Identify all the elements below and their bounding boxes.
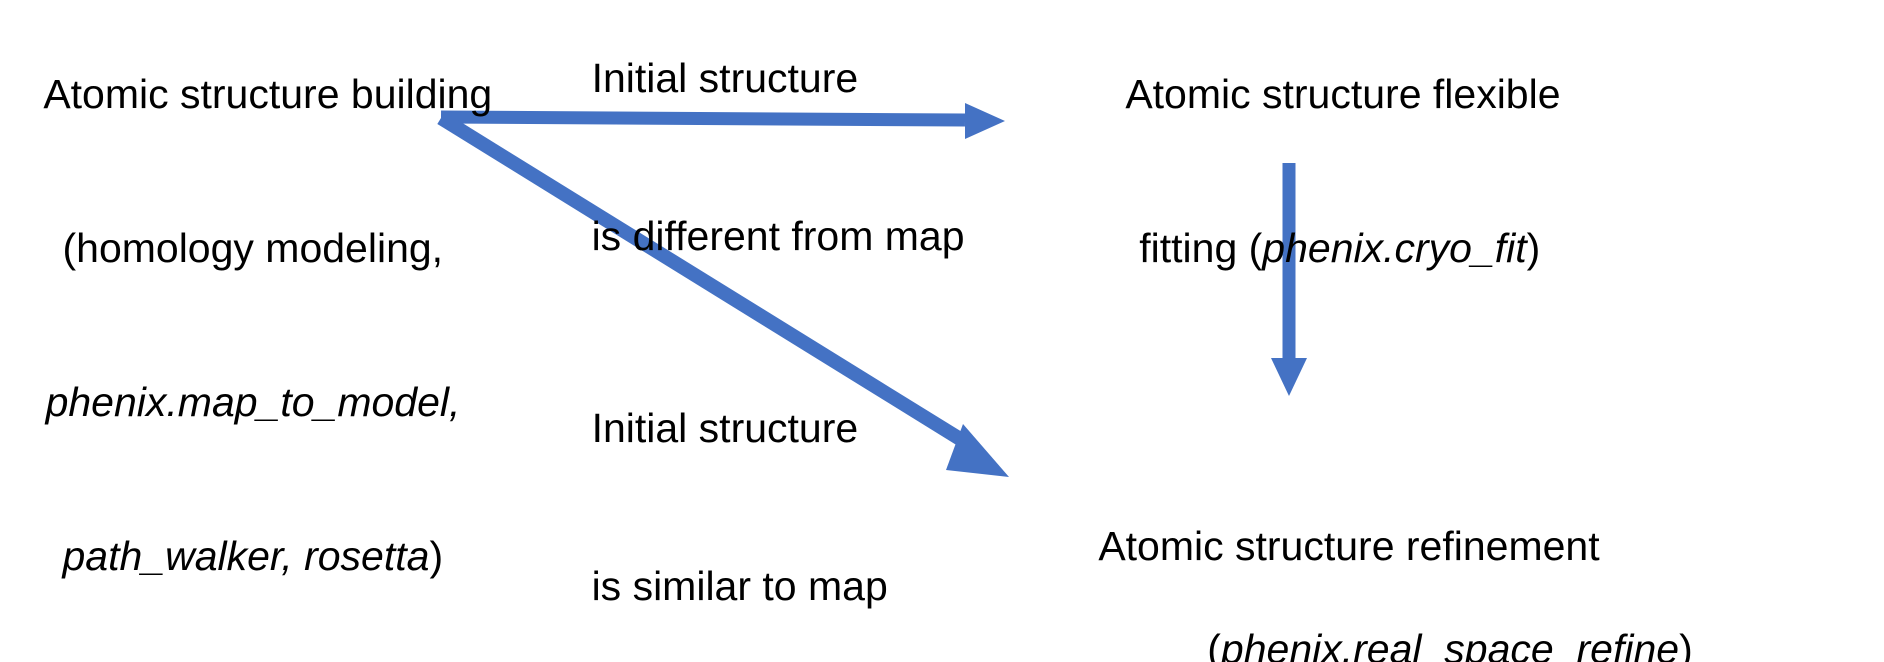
node-building-line4: path_walker, rosetta bbox=[62, 532, 430, 579]
edge-label-similar-line1: Initial structure bbox=[591, 405, 859, 452]
node-refinement-line2-suffix: ) bbox=[1679, 625, 1693, 662]
node-refinement-program: phenix.real_space_refine bbox=[1220, 625, 1680, 662]
arrow-flexible-fitting-to-refinement bbox=[1271, 163, 1307, 396]
edge-label-similar-line2: is similar to map bbox=[591, 562, 888, 609]
node-flexible-fitting-program: phenix.cryo_fit bbox=[1262, 225, 1527, 271]
node-refinement-line2: (phenix.real_space_refine) bbox=[1055, 624, 1845, 662]
node-atomic-structure-refinement: Atomic structure refinement (phenix.real… bbox=[1055, 470, 1875, 662]
node-atomic-structure-building: Atomic structure building (homology mode… bbox=[0, 18, 492, 633]
edge-label-is-different-from-map: Initial structure is different from map bbox=[546, 0, 965, 315]
node-refinement-line2-prefix: ( bbox=[1207, 625, 1221, 662]
edge-label-is-similar-to-map: Initial structure is similar to map bbox=[546, 350, 888, 662]
edge-label-different-line1: Initial structure bbox=[591, 55, 859, 102]
node-building-line4-close: ) bbox=[429, 532, 444, 579]
edge-label-different-line2: is different from map bbox=[591, 212, 965, 259]
node-building-line2: (homology modeling, bbox=[62, 225, 444, 271]
node-flexible-fitting-line2-suffix: ) bbox=[1526, 225, 1541, 271]
node-atomic-structure-flexible-fitting: Atomic structure flexible fitting (pheni… bbox=[1082, 18, 1560, 326]
arrow-building-to-refinement bbox=[437, 112, 1009, 477]
node-flexible-fitting-line2-prefix: fitting ( bbox=[1139, 225, 1263, 271]
node-building-line3: phenix.map_to_model, bbox=[45, 378, 461, 425]
arrow-building-to-flexible-fitting bbox=[440, 103, 1005, 139]
node-flexible-fitting-line1: Atomic structure flexible bbox=[1125, 71, 1561, 118]
node-refinement-line1: Atomic structure refinement bbox=[1098, 523, 1600, 570]
node-building-line1: Atomic structure building bbox=[43, 71, 493, 118]
